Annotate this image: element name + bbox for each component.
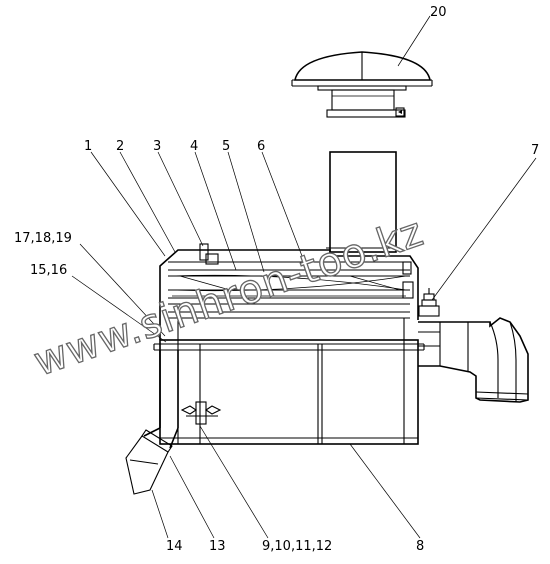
dust-valve-parts-13-14 — [125, 350, 179, 495]
callout-8: 8 — [416, 539, 424, 554]
indicator-part-7 — [418, 288, 440, 317]
callout-9-10-11-12: 9,10,11,12 — [262, 539, 332, 554]
callout-6: 6 — [257, 139, 265, 154]
callout-20: 20 — [430, 5, 447, 20]
wing-nut-parts-9-12 — [180, 401, 222, 425]
callout-15-16: 15,16 — [30, 263, 67, 278]
callout-2: 2 — [116, 139, 124, 154]
intake-pipe — [326, 151, 400, 253]
callout-13: 13 — [209, 539, 226, 554]
callout-14: 14 — [166, 539, 183, 554]
callout-17-18-19: 17,18,19 — [14, 231, 72, 246]
leader-lines — [71, 15, 537, 539]
outlet-elbow — [418, 317, 529, 403]
watermark: www.sinhron-too.kz — [28, 209, 429, 385]
callout-4: 4 — [190, 139, 198, 154]
callout-7: 7 — [531, 143, 539, 158]
callout-1: 1 — [84, 139, 92, 154]
rain-cap-part-20 — [291, 51, 433, 118]
callout-5: 5 — [222, 139, 230, 154]
callout-labels: 1 2 3 4 5 6 7 8 9,10,11,12 13 14 15,16 1… — [14, 5, 539, 554]
callout-3: 3 — [153, 139, 161, 154]
upper-cover — [159, 243, 419, 340]
main-housing-part-8 — [153, 318, 425, 445]
